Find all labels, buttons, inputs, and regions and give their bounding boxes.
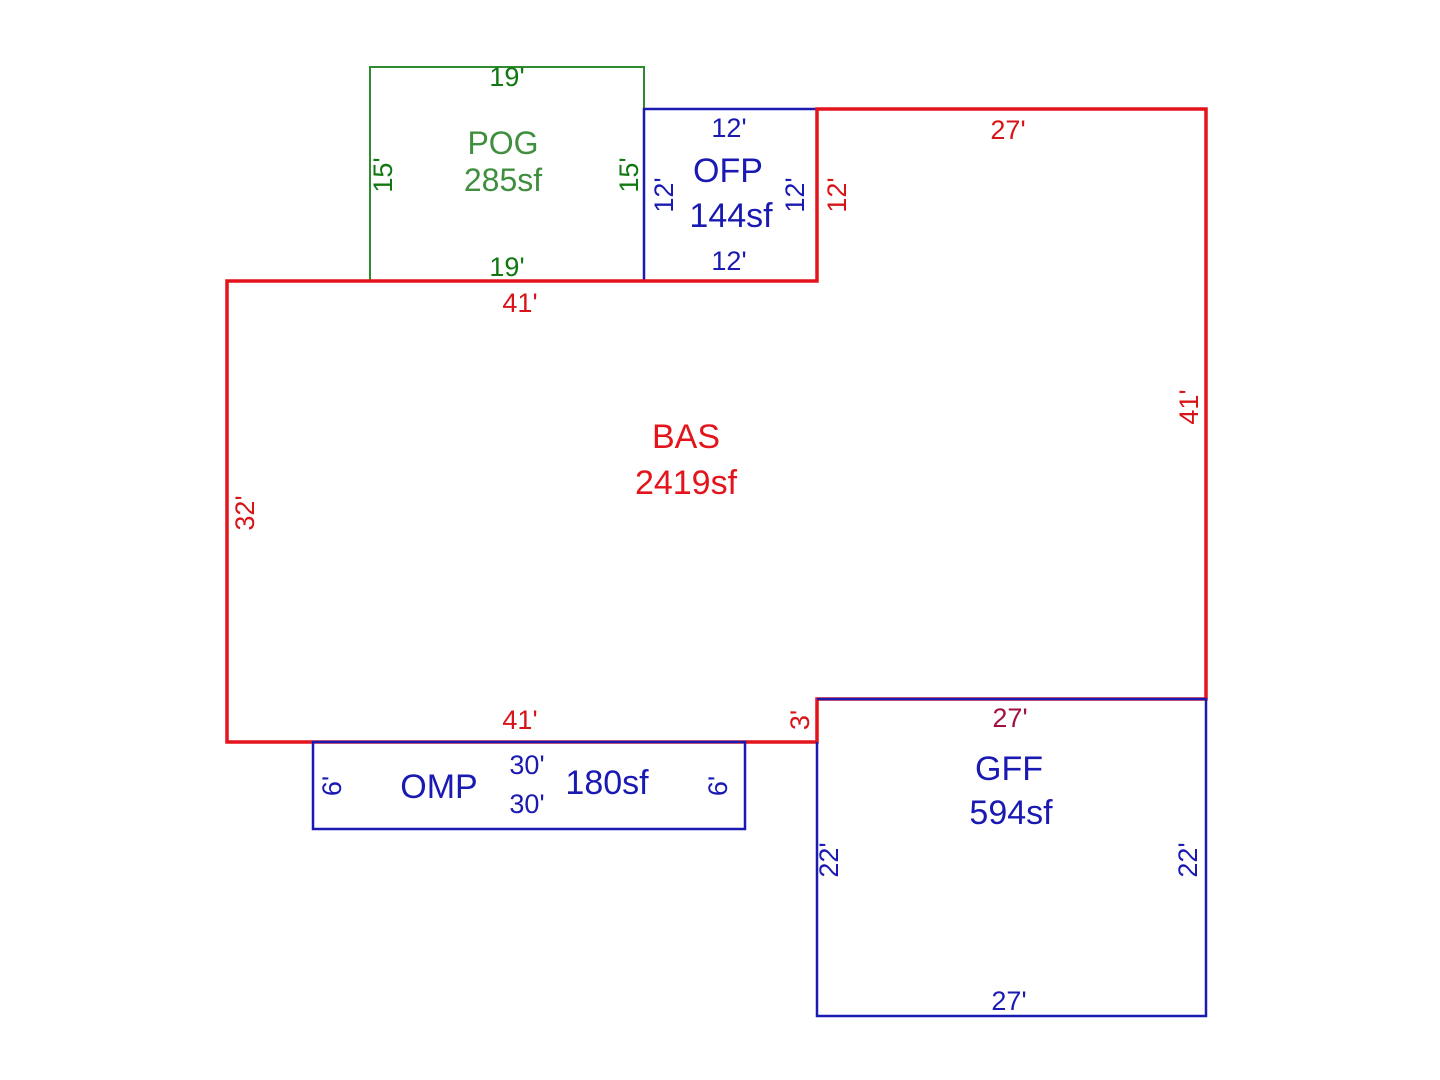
ofp-dim-left: 12' [649, 177, 679, 212]
bas-dim-bottom-right: 27' [992, 703, 1027, 733]
pog-name: POG [467, 125, 538, 161]
gff-outline [815, 697, 1208, 1018]
ofp-size: 144sf [689, 197, 773, 235]
omp-outline [311, 740, 747, 831]
area-gff: 27' 22' 22' GFF 594sf [814, 697, 1208, 1018]
ofp-dim-top: 12' [711, 113, 746, 143]
bas-dim-left: 32' [230, 495, 260, 530]
bas-dim-top-left: 41' [502, 288, 537, 318]
bas-size: 2419sf [635, 464, 738, 502]
bas-dim-bottom-step: 3' [785, 710, 815, 730]
area-ofp: 12' 12' 12' 12' OFP 144sf [642, 107, 819, 283]
bas-name: BAS [652, 418, 720, 456]
bas-dim-top-right: 27' [990, 115, 1025, 145]
pog-dim-bottom: 19' [489, 252, 524, 282]
area-pog: 19' 19' 15' 15' POG 285sf [368, 62, 645, 282]
gff-size: 594sf [969, 794, 1053, 832]
pog-dim-left: 15' [368, 157, 398, 192]
omp-dim-bottom: 30' [509, 789, 544, 819]
pog-dim-top: 19' [489, 62, 524, 92]
omp-name: OMP [400, 768, 477, 806]
gff-dim-left: 22' [814, 842, 844, 877]
gff-name: GFF [975, 750, 1043, 788]
ofp-dim-right: 12' [780, 177, 810, 212]
ofp-dim-bottom: 12' [711, 246, 746, 276]
omp-dim-right: 6' [703, 776, 733, 796]
bas-dim-right: 41' [1174, 389, 1204, 424]
pog-dim-right: 15' [614, 157, 644, 192]
ofp-name: OFP [693, 152, 763, 190]
bas-dim-notch: 12' [822, 177, 852, 212]
bas-dim-bottom-left: 41' [502, 705, 537, 735]
omp-dim-left: 6' [317, 776, 347, 796]
omp-size: 180sf [565, 764, 649, 802]
omp-dim-top: 30' [509, 750, 544, 780]
pog-size: 285sf [464, 162, 542, 198]
gff-dim-bottom: 27' [991, 986, 1026, 1016]
gff-dim-right: 22' [1173, 842, 1203, 877]
area-omp: 30' 30' 6' 6' OMP 180sf [311, 740, 747, 831]
